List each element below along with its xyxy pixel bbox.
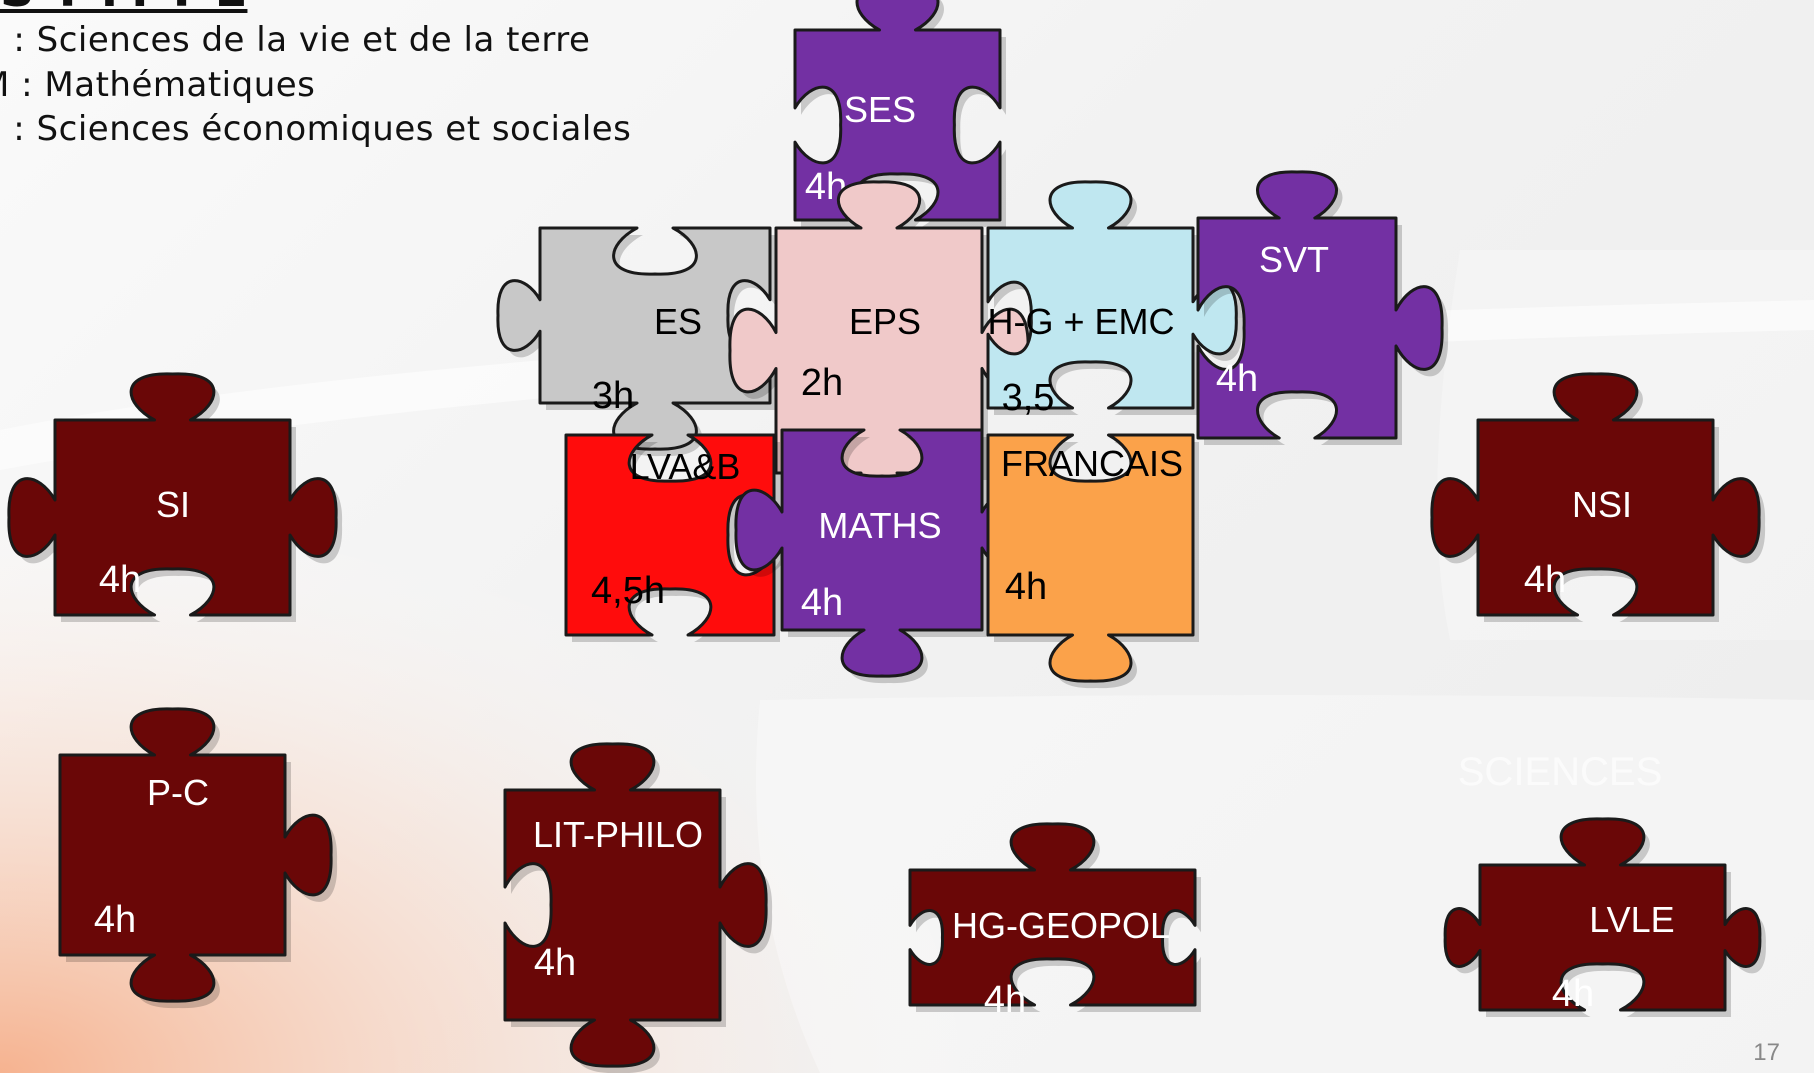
page-number: 17	[1753, 1039, 1780, 1066]
puzzle-piece-label: MATHS	[818, 505, 941, 546]
watermark: SCIENCES	[1458, 750, 1663, 794]
puzzle-piece-lvab: LVA&B 4,5h	[564, 433, 780, 642]
puzzle-piece-lit-philo: LIT-PHILO 4h	[503, 742, 773, 1073]
puzzle-piece-label: LVA&B	[630, 446, 741, 487]
puzzle-piece-maths: MATHS 4h	[734, 428, 1035, 684]
puzzle-piece-label: SES	[844, 89, 916, 130]
puzzle-piece-hours: 4h	[94, 899, 136, 941]
puzzle-piece-hg-geopol: HG-GEOPOL 4h	[908, 822, 1201, 1021]
puzzle-piece-shape	[496, 226, 772, 451]
puzzle-piece-hours: 4h	[801, 582, 843, 624]
puzzle-piece-francais: FRANCAIS 4h	[986, 433, 1199, 689]
puzzle-piece-label: ES	[654, 301, 702, 342]
legend-line-svt: S : Sciences de la vie et de la terre	[0, 20, 591, 60]
puzzle-piece-hours: 4h	[99, 559, 141, 601]
puzzle-piece-shape	[986, 180, 1238, 410]
puzzle-piece-lvle: LVLE 4h	[1443, 817, 1766, 1017]
puzzle-piece-label: LVLE	[1589, 899, 1674, 940]
puzzle-piece-shape	[734, 428, 1030, 678]
puzzle-piece-label: SVT	[1259, 239, 1329, 280]
puzzle-piece-hours: 4h	[1005, 566, 1047, 608]
puzzle-piece-hours: 2h	[801, 362, 843, 404]
puzzle-piece-shape	[58, 707, 333, 1003]
puzzle-piece-shape	[1430, 372, 1761, 617]
puzzle-piece-shape	[1443, 817, 1762, 1012]
puzzle-piece-hours: 3,5	[1002, 377, 1055, 419]
puzzle-piece-hours: 4h	[1216, 358, 1258, 400]
puzzle-piece-hours: 4,5h	[591, 570, 665, 612]
puzzle-piece-hours: 4h	[1552, 973, 1594, 1015]
puzzle-piece-label: H-G + EMC	[987, 301, 1174, 342]
puzzle-piece-svt: SVT 4h	[1196, 170, 1449, 445]
legend-heading: S T M T E	[0, 0, 247, 18]
puzzle-piece-label: SI	[156, 484, 190, 525]
puzzle-piece-label: NSI	[1572, 484, 1632, 525]
puzzle-piece-shape	[986, 433, 1195, 683]
puzzle-piece-label: P-C	[147, 772, 209, 813]
puzzle-piece-shape	[503, 742, 768, 1068]
legend-line-maths: M : Mathématiques	[0, 65, 316, 105]
puzzle-piece-label: HG-GEOPOL	[952, 905, 1170, 946]
puzzle-piece-hours: 4h	[1524, 559, 1566, 601]
puzzle-piece-hours: 4h	[534, 942, 576, 984]
puzzle-piece-es: ES 3h	[496, 226, 776, 457]
puzzle-piece-shape	[793, 0, 1002, 222]
puzzle-piece-shape	[564, 433, 776, 637]
puzzle-piece-pc: P-C 4h	[58, 707, 338, 1009]
puzzle-piece-shape	[7, 372, 338, 617]
puzzle-piece-hg-emc: H-G + EMC 3,5	[986, 180, 1243, 419]
puzzle-piece-shape	[908, 822, 1197, 1007]
legend-line-ses: E : Sciences économiques et sociales	[0, 109, 632, 149]
puzzle-piece-si: SI 4h	[7, 372, 343, 622]
puzzle-piece-shape	[1196, 170, 1444, 440]
legend: S T M T E S : Sciences de la vie et de l…	[0, 0, 760, 160]
puzzle-piece-hours: 3h	[592, 375, 634, 417]
puzzle-piece-label: FRANCAIS	[1001, 443, 1183, 484]
puzzle-piece-label: LIT-PHILO	[533, 814, 703, 855]
puzzle-piece-hours: 4h	[984, 979, 1026, 1021]
puzzle-piece-label: EPS	[849, 301, 921, 342]
